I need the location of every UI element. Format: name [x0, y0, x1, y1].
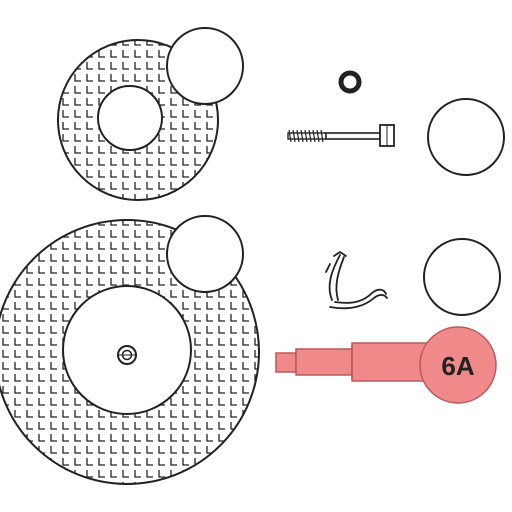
- spring-clip: [325, 251, 388, 310]
- large-grinding-disc: [0, 215, 260, 485]
- callout-label: 6A: [441, 351, 474, 381]
- screw: [287, 124, 395, 147]
- small-grinding-disc: [57, 27, 244, 201]
- screw-threads: [288, 129, 324, 143]
- small-disc-center-hole: [97, 85, 163, 151]
- shaft-thick-section: [351, 342, 431, 382]
- screw-shank: [325, 132, 381, 140]
- center-nut-icon: [117, 345, 137, 365]
- flat-disc: [427, 98, 505, 176]
- flat-disc-2: [423, 238, 501, 316]
- callout-badge: 6A: [419, 326, 497, 404]
- shaft: [275, 342, 431, 382]
- large-disc-overlay-circle: [166, 215, 244, 293]
- shaft-thin-section: [295, 348, 353, 376]
- shaft-tip: [275, 352, 297, 373]
- small-disc-overlay-circle: [166, 27, 244, 105]
- o-ring: [338, 70, 362, 94]
